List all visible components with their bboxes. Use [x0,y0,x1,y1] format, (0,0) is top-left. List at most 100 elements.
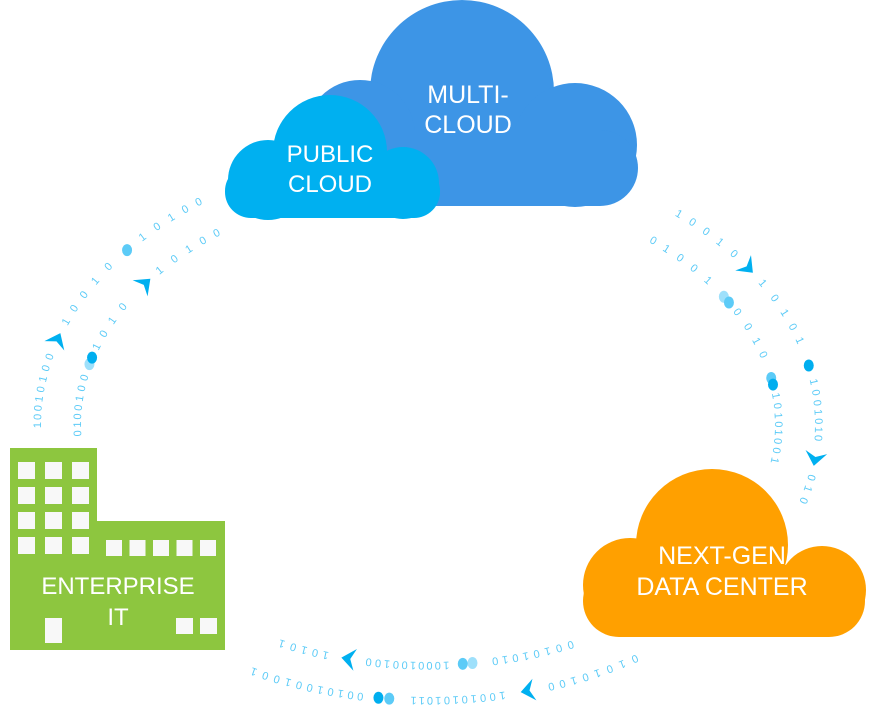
window [153,540,169,556]
binary-digit: 0 [295,678,304,691]
flow-arrow-icon [341,648,357,671]
binary-digit: 0 [347,688,355,701]
data-dots [84,244,814,705]
binary-digit: 0 [35,385,48,393]
next-gen-label-1: NEXT-GEN [658,542,786,570]
binary-digit: 0 [771,437,784,444]
binary-digit: 1 [183,243,195,256]
binary-digit: 1 [673,208,684,221]
data-dot [767,378,778,391]
binary-digit: 0 [72,430,84,437]
window [176,540,193,556]
binary-digit: 1 [811,409,823,416]
flow-arrow-icon [44,333,65,351]
window [129,540,146,556]
binary-digit: 0 [68,303,81,315]
binary-digit: 0 [811,435,823,442]
binary-digit: 1 [501,653,509,666]
binary-digit: 1 [592,666,602,679]
binary-digit: 0 [581,670,590,683]
binary-digit: 0 [365,655,372,668]
binary-digit: 0 [151,220,163,233]
window [45,487,62,504]
binary-digit: 1 [300,643,309,656]
window [18,512,35,529]
binary-digit: 1 [443,659,450,671]
binary-digit: 0 [426,659,432,671]
binary-digit: 0 [558,677,567,690]
binary-digit: 0 [311,646,320,659]
binary-digit: 1 [801,484,814,494]
binary-digit: 1 [749,336,762,347]
binary-digit: 1 [60,316,73,327]
binary-digit: 0 [211,227,222,240]
window [72,462,89,479]
enterprise-it-building: ENTERPRISE IT [10,448,225,650]
binary-digit: 1 [74,395,87,403]
window [106,540,122,556]
flow-arrows [44,255,828,701]
binary-digit: 0 [741,321,754,333]
binary-digit: 1 [37,375,50,384]
binary-digit: 0 [768,292,781,304]
binary-digit: 0 [261,668,271,681]
binary-digit: 1 [769,392,782,400]
binary-digit: 0 [730,306,743,318]
binary-digit: 0 [444,694,451,706]
binary-digit: 0 [73,404,86,411]
binary-digit: 1 [792,335,805,346]
binary-digit: 0 [197,234,208,247]
data-dot [373,691,384,704]
next-gen-label-2: DATA CENTER [636,573,807,601]
window [45,618,62,643]
binary-digit: 0 [72,413,84,420]
binary-digit: 1 [452,693,459,705]
binary-digit: 1 [32,422,44,428]
binary-digit: 1 [410,659,416,671]
binary-digit: 0 [357,689,365,702]
binary-digit: 0 [78,373,91,382]
window [200,540,216,556]
multi-cloud: MULTI- CLOUD [300,0,638,207]
binary-digit: 1 [499,689,507,702]
binary-digit: 0 [97,328,110,339]
binary-digit: 0 [479,691,486,704]
binary-digit: 1 [284,675,293,688]
binary-digit: 1 [470,692,477,704]
binary-digit: 1 [807,378,820,387]
binary-digit: 0 [393,658,400,670]
binary-digit: 0 [32,414,44,421]
binary-digit: 0 [117,301,130,313]
window [18,487,35,504]
binary-digit: 1 [249,664,259,677]
public-cloud-label-2: CLOUD [288,171,372,198]
binary-digit: 0 [435,659,441,671]
binary-digit: 0 [489,690,497,703]
binary-digit: 1 [154,264,166,277]
binary-digit: 0 [43,352,56,362]
binary-digit: 1 [277,636,286,649]
data-dot [457,657,468,670]
data-dot [467,657,478,670]
binary-digit: 0 [812,418,824,424]
binary-digit: 0 [605,662,615,675]
binary-digit: 0 [418,659,424,671]
flow-arrow-icon [520,678,537,701]
binary-digit: 1 [137,231,149,244]
binary-digit: 0 [700,225,712,238]
binary-digit: 0 [629,651,639,664]
binary-digit: 0 [461,693,468,705]
next-gen-data-center-cloud: NEXT-GEN DATA CENTER [583,469,866,637]
binary-digit: 0 [727,248,740,261]
binary-digit: 1 [660,242,672,255]
multi-cloud-label-2: CLOUD [424,111,512,139]
binary-digit: 0 [78,289,91,301]
data-dot [723,296,734,309]
binary-digit: 1 [772,429,784,436]
binary-digit: 1 [756,277,769,289]
binary-digit: 1 [768,456,781,465]
binary-digit: 1 [166,211,178,224]
binary-digit: 1 [321,648,329,661]
data-flow-ring: 0100100101010100010010010101010010010101… [32,196,828,706]
flow-arrow-icon [805,450,828,466]
